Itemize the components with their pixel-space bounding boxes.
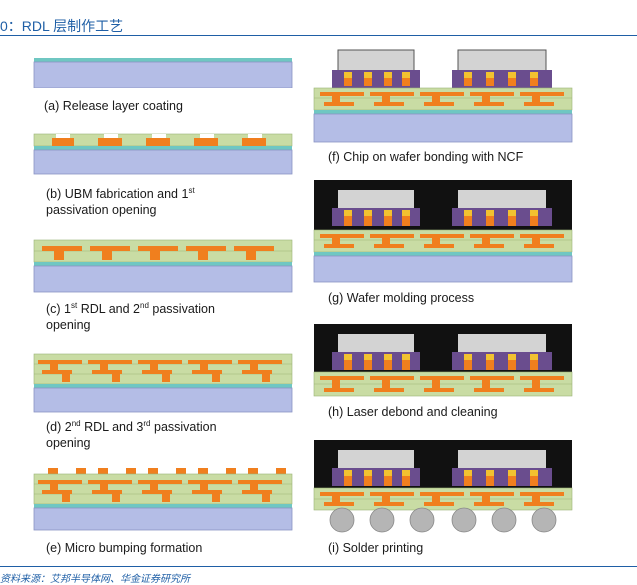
- figure-title: 0：RDL 层制作工艺: [0, 18, 124, 34]
- footer-rule: [0, 566, 637, 567]
- caption-c-sup2: nd: [140, 300, 149, 310]
- caption-a: (a) Release layer coating: [44, 99, 183, 113]
- figure-h: [313, 324, 573, 397]
- figure-i: [313, 440, 573, 533]
- figure-f: [313, 49, 573, 143]
- caption-b-sup: st: [188, 185, 195, 195]
- caption-c-sup1: st: [71, 300, 78, 310]
- caption-g: (g) Wafer molding process: [328, 291, 475, 305]
- caption-c-post: passivation: [148, 302, 215, 316]
- figure-a: [33, 58, 293, 88]
- header-rule: [0, 35, 637, 36]
- figure-e: [33, 468, 293, 531]
- figure-c: [33, 239, 293, 293]
- source-note: 资料来源：艾邦半导体网、华金证券研究所: [0, 574, 190, 585]
- caption-e: (e) Micro bumping formation: [46, 541, 203, 555]
- caption-h: (h) Laser debond and cleaning: [328, 405, 498, 419]
- caption-c-mid: RDL and 2: [77, 302, 141, 316]
- caption-c-text: (c) 1: [46, 302, 71, 316]
- figure-d: [33, 353, 293, 413]
- caption-c: (c) 1st RDL and 2nd passivation opening: [46, 301, 215, 333]
- caption-d-text: (d) 2: [46, 420, 72, 434]
- caption-d-sup2: rd: [143, 418, 151, 428]
- caption-i: (i) Solder printing: [328, 541, 424, 555]
- caption-d: (d) 2nd RDL and 3rd passivation opening: [46, 419, 217, 451]
- caption-d-mid: RDL and 3: [80, 420, 144, 434]
- report-header: 0：RDL 层制作工艺: [0, 0, 637, 36]
- caption-d-post: passivation: [150, 420, 217, 434]
- figure-g: [313, 180, 573, 283]
- figure-b: [33, 133, 293, 175]
- caption-b: (b) UBM fabrication and 1st passivation …: [46, 186, 195, 218]
- caption-b-text: (b) UBM fabrication and 1: [46, 187, 189, 201]
- caption-c-line2: opening: [46, 318, 91, 332]
- caption-d-sup1: nd: [71, 418, 81, 428]
- caption-d-line2: opening: [46, 436, 91, 450]
- caption-f: (f) Chip on wafer bonding with NCF: [328, 150, 524, 164]
- caption-b-line2: passivation opening: [46, 203, 157, 217]
